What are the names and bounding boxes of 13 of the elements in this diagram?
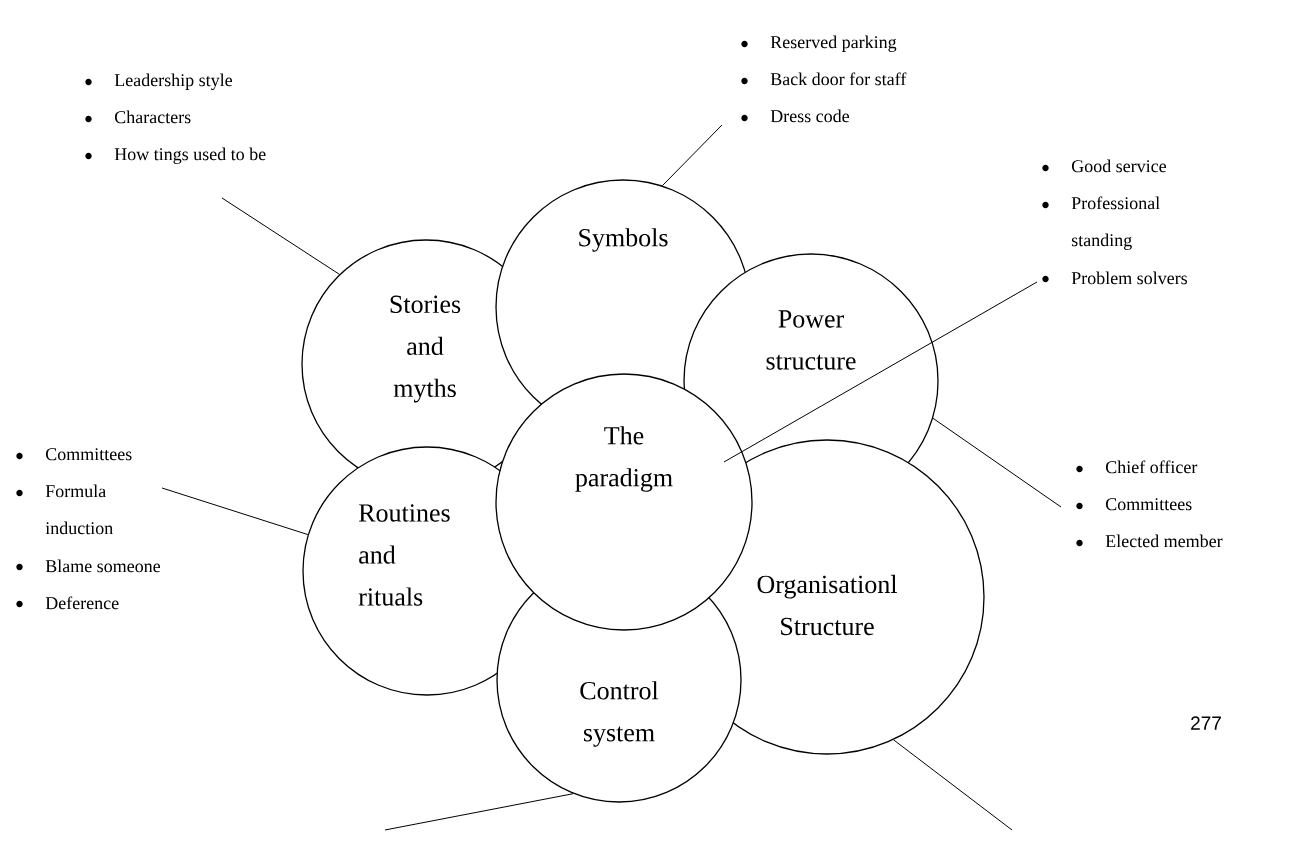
bullet-list: Committees Formula induction Blame someone Deference bbox=[45, 448, 161, 610]
bullet-list: Good service Professional standing Problem solvers bbox=[1071, 159, 1188, 285]
leader-line bbox=[723, 281, 1038, 463]
leader-line bbox=[893, 739, 1013, 831]
bullet-list: Leadership style Characters How tings used to be bbox=[114, 73, 266, 164]
bullet-list: Reserved parking Back door for staff Dress code bbox=[770, 35, 907, 123]
leader-line bbox=[661, 124, 723, 187]
page-number: 277 bbox=[1191, 716, 1221, 730]
leader-line bbox=[932, 417, 1062, 508]
leader-line bbox=[161, 487, 309, 536]
bullet-list: Chief officer Committees Elected member bbox=[1105, 460, 1223, 548]
leader-line bbox=[384, 793, 574, 831]
leader-line bbox=[221, 197, 340, 275]
